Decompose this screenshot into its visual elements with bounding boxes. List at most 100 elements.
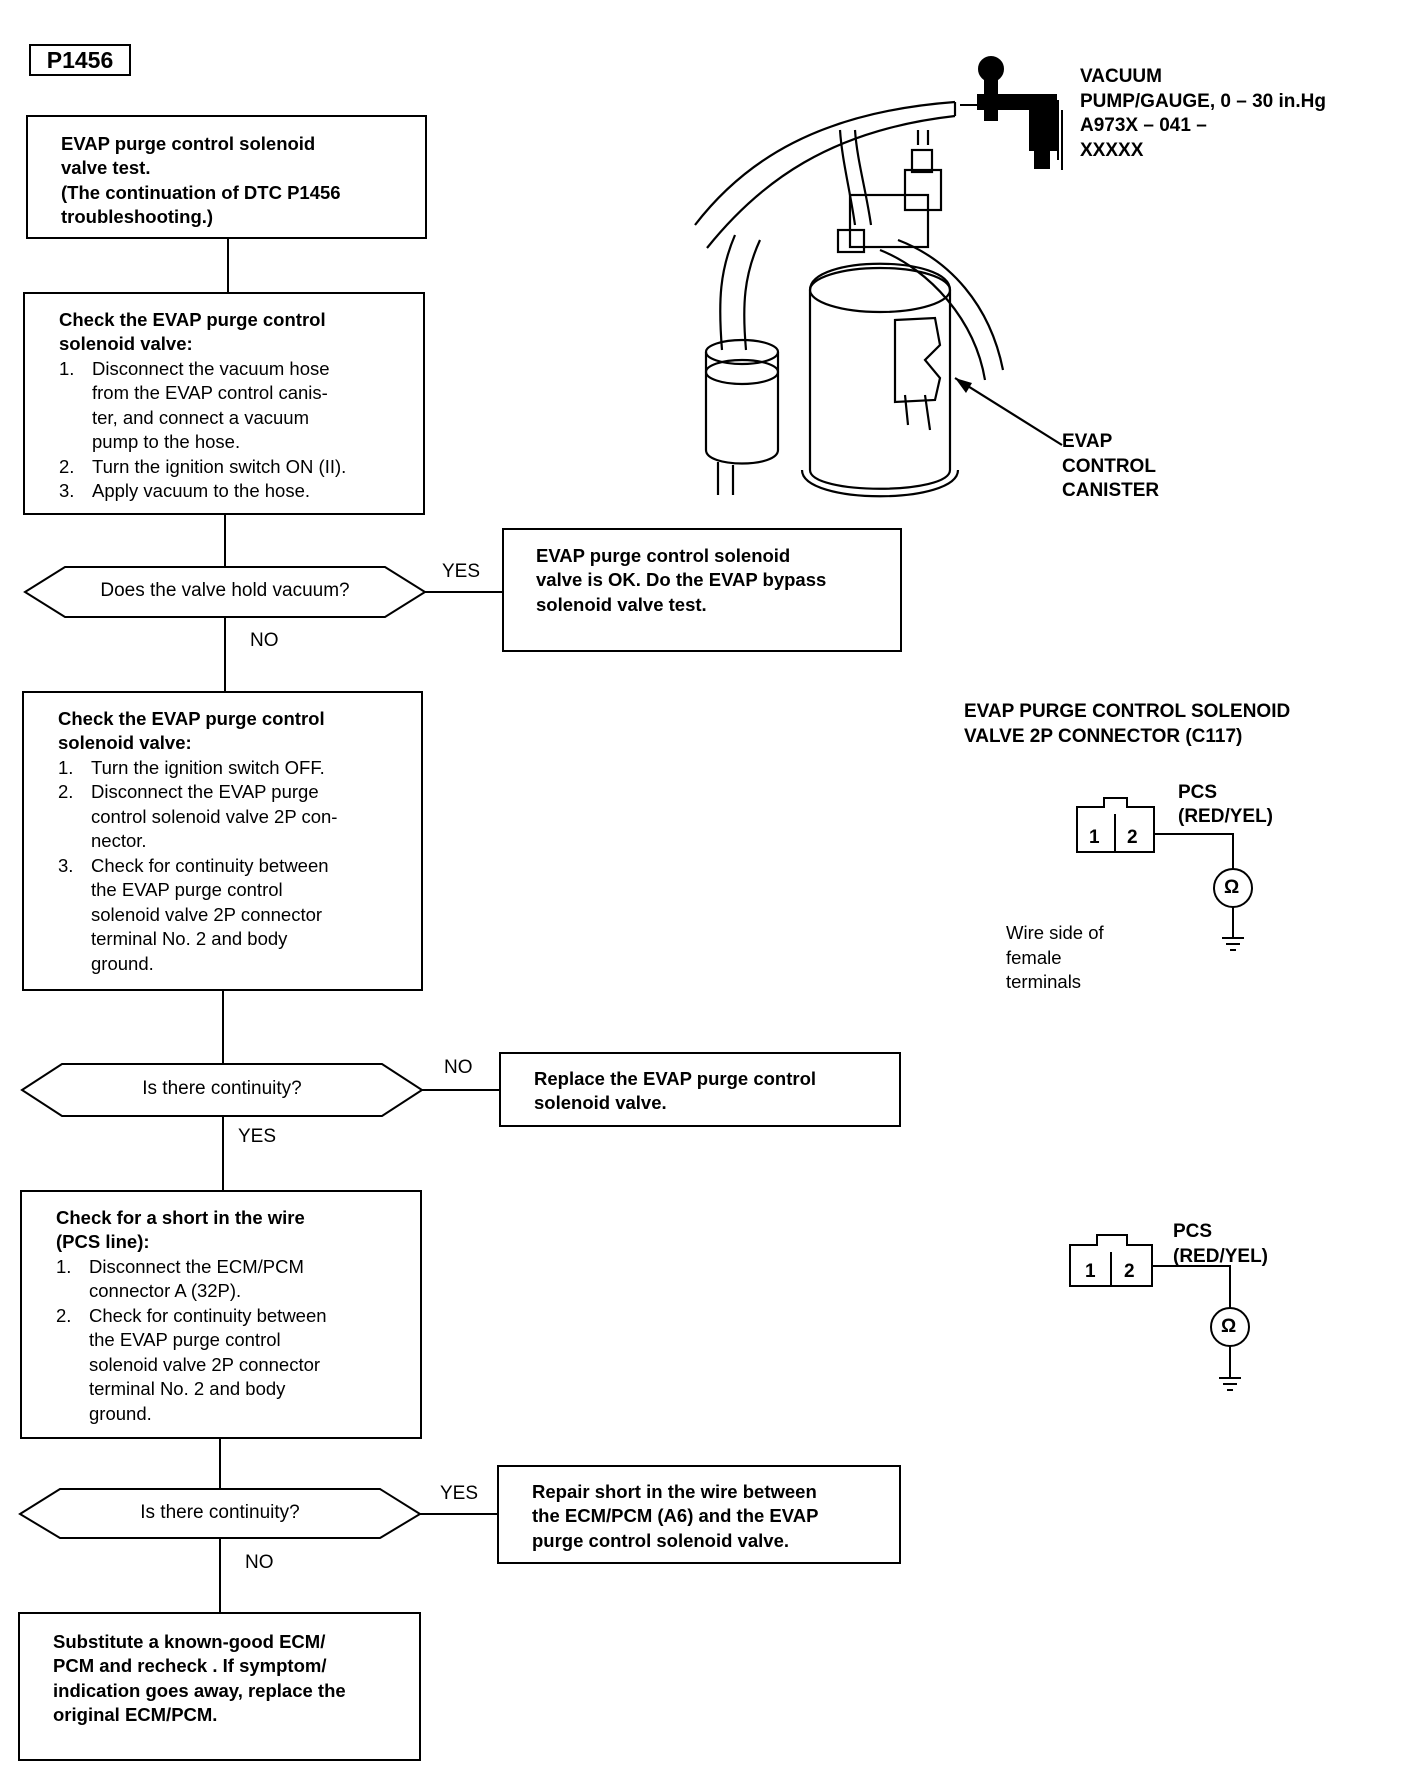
connector2-drawing [1069,1234,1250,1391]
decision1-question: Does the valve hold vacuum? [100,580,350,601]
step3-step-number: 2. [56,1305,72,1326]
step1-step-text: from the EVAP control canis- [92,382,328,403]
final-box-line: PCM and recheck . If symptom/ [53,1655,327,1676]
final-box: Substitute a known-good ECM/ PCM and rec… [18,1612,421,1761]
step3-step-text: solenoid valve 2P connector [89,1354,321,1375]
step1-step-number: 3. [59,480,75,501]
step1-box: Check the EVAP purge control solenoid va… [23,292,425,515]
step3-title: Check for a short in the wire [56,1207,305,1228]
step2-step-text: Disconnect the EVAP purge [91,781,319,802]
result2-line: solenoid valve. [534,1092,667,1113]
canister-label-line: CANISTER [1062,480,1160,501]
decision1-yes-label: YES [442,561,481,582]
step3-step-text: terminal No. 2 and body [89,1378,286,1399]
step3-step-text: connector A (32P). [89,1280,242,1301]
step1-step-text: Turn the ignition switch ON (II). [92,456,347,477]
result3-box: Repair short in the wire between the ECM… [497,1465,901,1564]
pump-label-line: VACUUM [1080,66,1162,87]
connector1-drawing [1076,797,1253,951]
step1-step-text: Apply vacuum to the hose. [92,480,311,501]
step1-step-text: ter, and connect a vacuum [92,407,309,428]
vacuum-pump-illustration [960,56,1063,170]
decision2-shape [20,1063,424,1117]
connector1-pin-1: 1 [1089,827,1100,848]
step2-box: Check the EVAP purge control solenoid va… [22,691,423,991]
connector2-pin-2: 2 [1124,1261,1135,1282]
result1-line: EVAP purge control solenoid [536,545,791,566]
result3-line: Repair short in the wire between [532,1481,817,1502]
step3-step-text: ground. [89,1403,152,1424]
decision1-shape [23,566,427,618]
step1-step-number: 2. [59,456,75,477]
connector2-wire-label: PCS [1173,1221,1213,1242]
step3-step-number: 1. [56,1256,72,1277]
start-box-line: troubleshooting.) [61,206,214,227]
connector1-title: VALVE 2P CONNECTOR (C117) [964,726,1243,747]
step1-step-text: Disconnect the vacuum hose [92,358,330,379]
step2-step-number: 2. [58,781,74,802]
decision2-no-label: NO [444,1057,473,1078]
connector1-wire-label: PCS [1178,782,1218,803]
evap-canister-illustration [694,100,1063,498]
connector2-pin-1: 1 [1085,1261,1096,1282]
start-box-line: EVAP purge control solenoid [61,133,316,154]
canister-label-line: EVAP [1062,431,1113,452]
step2-step-number: 3. [58,855,74,876]
result3-line: purge control solenoid valve. [532,1530,789,1551]
connector2-wire-label: (RED/YEL) [1173,1246,1268,1267]
dtc-code-label: P1456 [29,44,131,76]
pump-label-line: XXXXX [1080,140,1144,161]
canister-label-line: CONTROL [1062,456,1156,477]
start-box-line: (The continuation of DTC P1456 [61,182,341,203]
step1-step-text: pump to the hose. [92,431,241,452]
result3-line: the ECM/PCM (A6) and the EVAP [532,1505,819,1526]
step1-title: Check the EVAP purge control [59,309,326,330]
result2-line: Replace the EVAP purge control [534,1068,817,1089]
decision1-no-label: NO [250,630,279,651]
start-box: EVAP purge control solenoid valve test. … [26,115,427,239]
final-box-line: Substitute a known-good ECM/ [53,1631,326,1652]
result2-box: Replace the EVAP purge control solenoid … [499,1052,901,1127]
step3-step-text: the EVAP purge control [89,1329,281,1350]
connector1-note: terminals [1006,971,1082,992]
step2-title: Check the EVAP purge control [58,708,325,729]
step1-title: solenoid valve: [59,333,193,354]
step2-title: solenoid valve: [58,732,192,753]
step3-title: (PCS line): [56,1231,150,1252]
decision3-yes-label: YES [440,1483,479,1504]
step3-box: Check for a short in the wire (PCS line)… [20,1190,422,1439]
ohmmeter-icon: Ω [1221,1316,1237,1337]
step2-step-text: Turn the ignition switch OFF. [91,757,325,778]
step2-step-text: Check for continuity between [91,855,329,876]
step3-step-text: Check for continuity between [89,1305,327,1326]
decision3-question: Is there continuity? [140,1502,300,1523]
pump-label-line: PUMP/GAUGE, 0 – 30 in.Hg [1080,91,1326,112]
step2-step-text: the EVAP purge control [91,879,283,900]
start-box-line: valve test. [61,157,151,178]
step2-step-text: control solenoid valve 2P con- [91,806,338,827]
connector1-title: EVAP PURGE CONTROL SOLENOID [964,701,1291,722]
decision3-shape [18,1488,422,1539]
connector1-note: female [1006,947,1062,968]
pump-label-line: A973X – 041 – [1080,115,1207,136]
ohmmeter-icon: Ω [1224,877,1240,898]
final-box-line: indication goes away, replace the [53,1680,346,1701]
step3-step-text: Disconnect the ECM/PCM [89,1256,304,1277]
connector1-wire-label: (RED/YEL) [1178,806,1273,827]
final-box-line: original ECM/PCM. [53,1704,218,1725]
result1-line: valve is OK. Do the EVAP bypass [536,569,827,590]
result1-line: solenoid valve test. [536,594,707,615]
step2-step-text: nector. [91,830,147,851]
step2-step-text: terminal No. 2 and body [91,928,288,949]
decision2-yes-label: YES [238,1126,277,1147]
decision3-no-label: NO [245,1552,274,1573]
connector1-pin-2: 2 [1127,827,1138,848]
step2-step-text: ground. [91,953,154,974]
step1-step-number: 1. [59,358,75,379]
result1-box: EVAP purge control solenoid valve is OK.… [502,528,902,652]
step2-step-number: 1. [58,757,74,778]
decision2-question: Is there continuity? [142,1078,302,1099]
connector1-note: Wire side of [1006,922,1104,943]
step2-step-text: solenoid valve 2P connector [91,904,323,925]
